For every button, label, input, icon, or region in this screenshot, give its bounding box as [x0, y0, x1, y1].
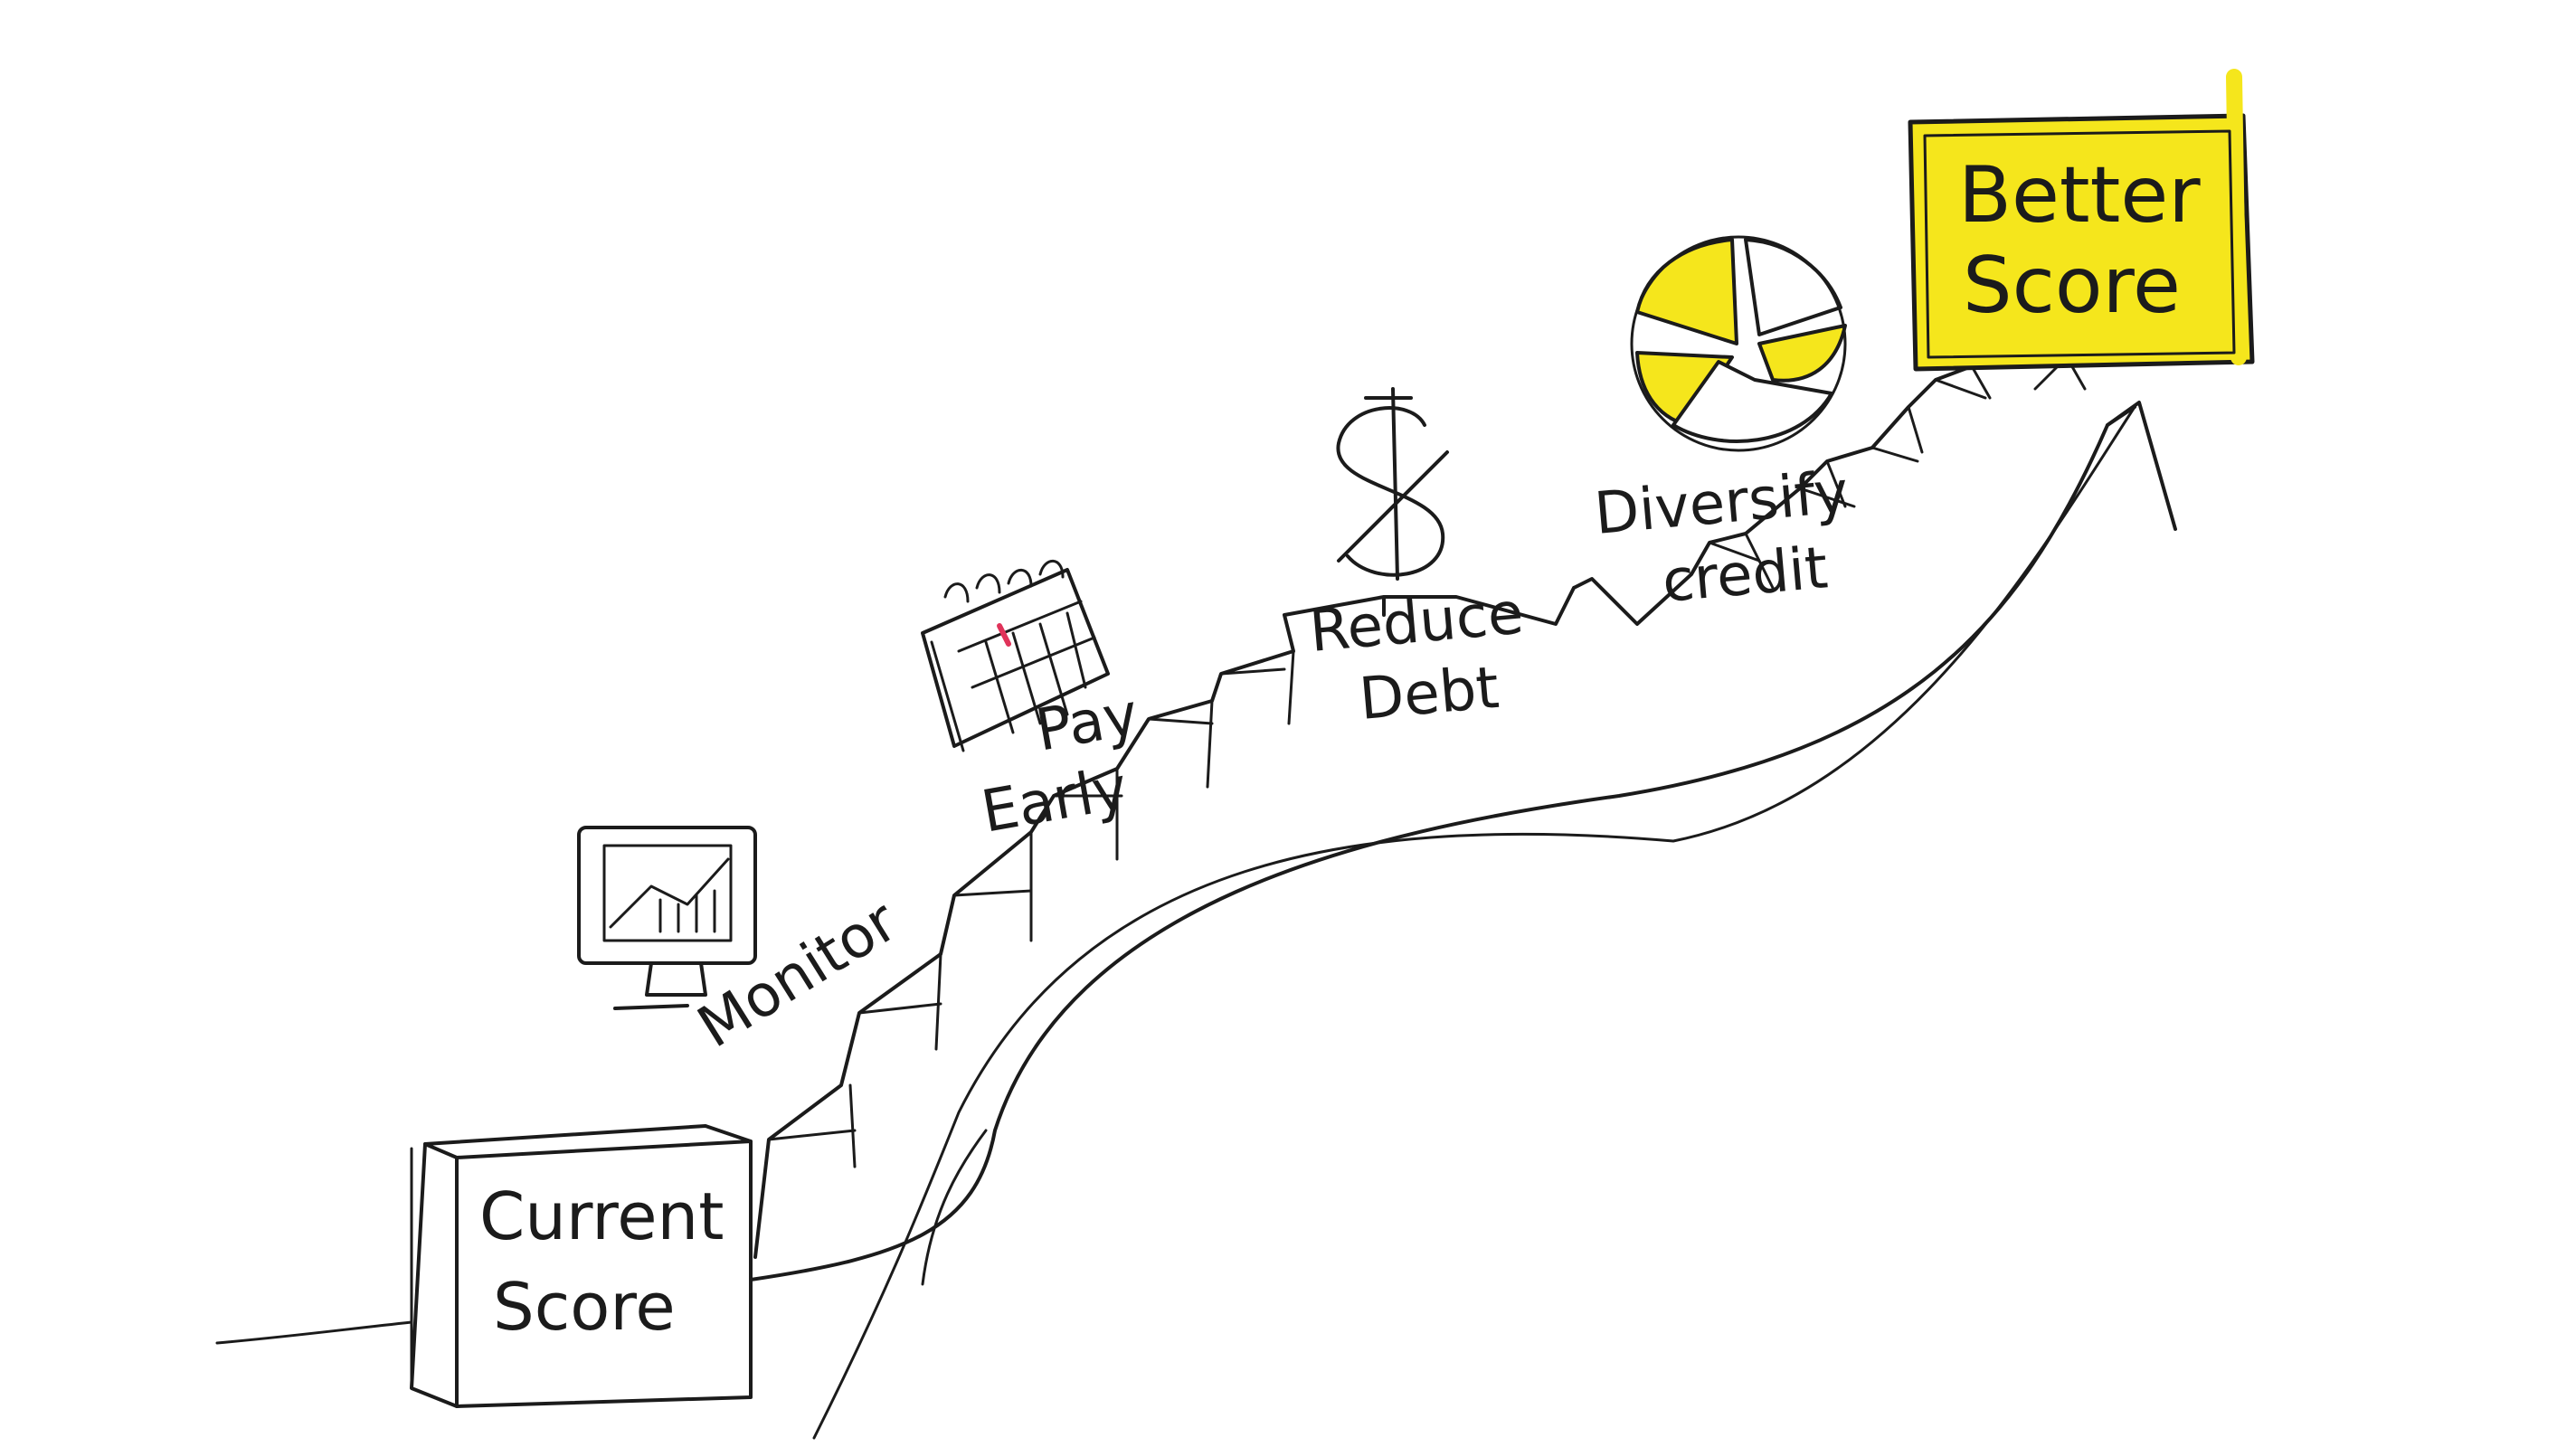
step-diversify-label-line2: credit: [1660, 534, 1831, 616]
step-reduce-label-line1: Reduce: [1307, 581, 1526, 666]
better-score-box: Better Score: [1908, 69, 2255, 372]
step-diversify-label-line1: Diversify: [1592, 459, 1851, 548]
step-pay-early: Pay Early: [921, 559, 1143, 846]
step-pay-label-line2: Early: [977, 755, 1132, 846]
pie-chart-icon: [1630, 235, 1847, 452]
better-score-line2: Score: [1963, 241, 2181, 331]
ground-line: [215, 1320, 413, 1345]
dollar-crossed-icon: [1336, 387, 1449, 581]
current-score-line1: Current: [479, 1178, 724, 1254]
step-monitor: Monitor: [577, 826, 909, 1062]
step-reduce-label-line2: Debt: [1357, 655, 1501, 733]
better-score-line1: Better: [1958, 150, 2201, 241]
current-score-box: Current Score: [410, 1124, 753, 1408]
staircase: [753, 274, 2064, 1259]
monitor-chart-icon: [577, 826, 757, 1010]
step-monitor-label: Monitor: [687, 888, 909, 1062]
current-score-line2: Score: [493, 1269, 676, 1345]
calendar-icon: [921, 559, 1110, 752]
step-reduce-debt: Reduce Debt: [1307, 387, 1526, 733]
check-mark: [997, 623, 1011, 647]
step-diversify-credit: Diversify credit: [1592, 235, 1851, 616]
growth-arrow: [749, 355, 2177, 1440]
